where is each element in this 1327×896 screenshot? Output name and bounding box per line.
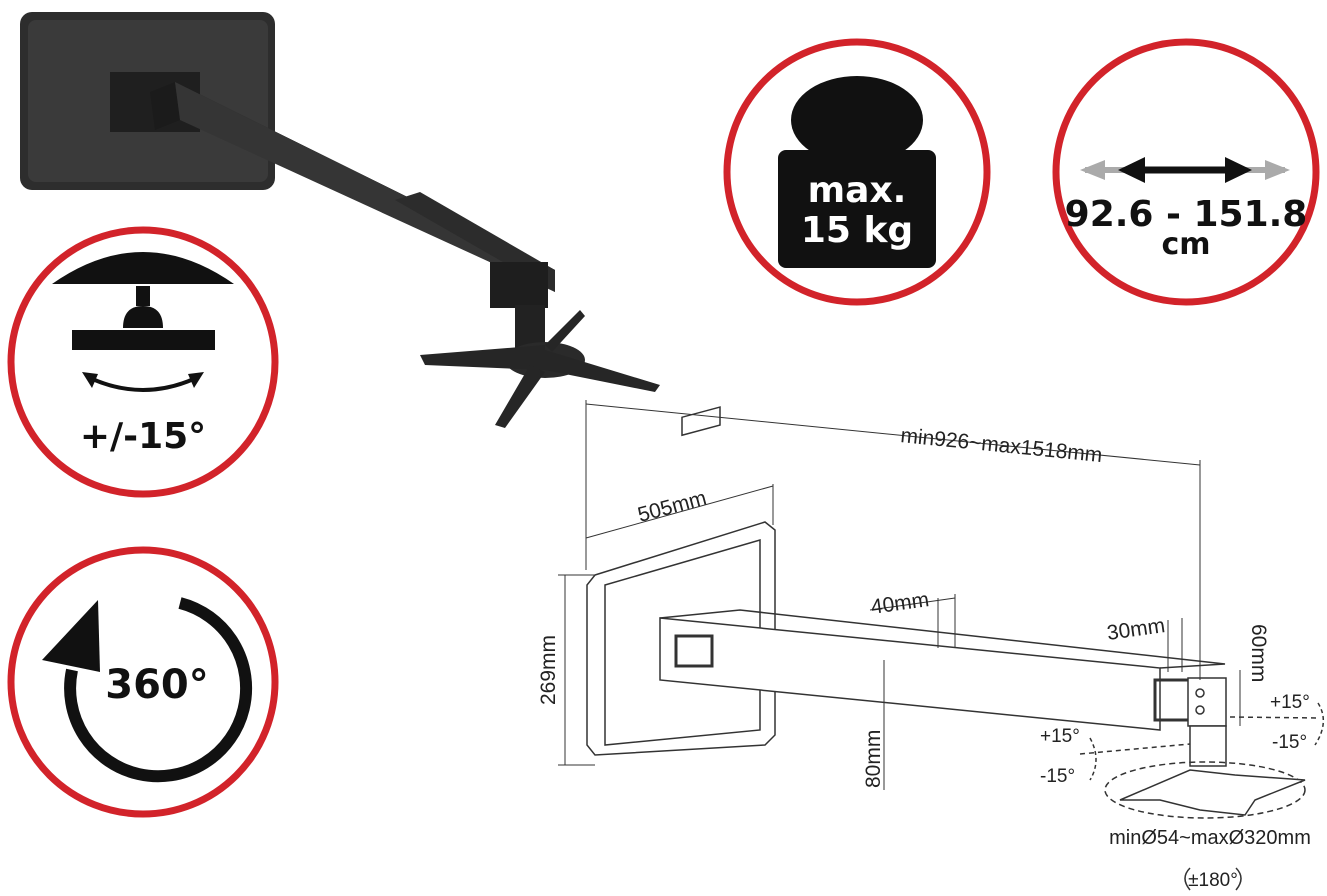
technical-drawing xyxy=(558,400,1324,891)
rotation-badge: 360° xyxy=(7,546,279,818)
weight-icon xyxy=(778,76,936,268)
plate-height-label: 269mm xyxy=(537,635,560,705)
tilt-pos-left-label: +15° xyxy=(1040,726,1080,747)
extension-line2: cm xyxy=(1161,227,1210,262)
arm-40-label: 40mm xyxy=(869,588,930,619)
rotate-arrow-icon xyxy=(42,597,253,783)
tilt-icon xyxy=(52,252,234,392)
rotation-label: 360° xyxy=(105,662,209,708)
swivel-label: ±180° xyxy=(1188,870,1238,891)
drop-80-label: 80mm xyxy=(862,730,885,788)
total-length-label: min926~max1518mm xyxy=(900,424,1104,467)
bracket-range-label: minØ54~maxØ320mm xyxy=(1109,827,1311,849)
tilt-neg-left-label: -15° xyxy=(1040,766,1075,787)
weight-line1: max. xyxy=(808,170,907,211)
weight-badge: max. 15 kg xyxy=(723,38,991,306)
extension-badge: 92.6 - 151.8 cm xyxy=(1052,38,1320,306)
tilt-neg-right-label: -15° xyxy=(1272,732,1307,753)
tilt-label: +/-15° xyxy=(80,416,206,457)
extension-line1: 92.6 - 151.8 xyxy=(1065,194,1308,235)
plate-width-label: 505mm xyxy=(635,486,709,526)
arm-30-label: 30mm xyxy=(1105,614,1166,645)
joint-60-label: 60mm xyxy=(1247,624,1270,682)
tilt-badge: +/-15° xyxy=(7,226,279,498)
tilt-pos-right-label: +15° xyxy=(1270,692,1310,713)
product-photo xyxy=(20,12,660,428)
weight-line2: 15 kg xyxy=(801,210,913,251)
double-arrow-icon xyxy=(1080,157,1290,183)
